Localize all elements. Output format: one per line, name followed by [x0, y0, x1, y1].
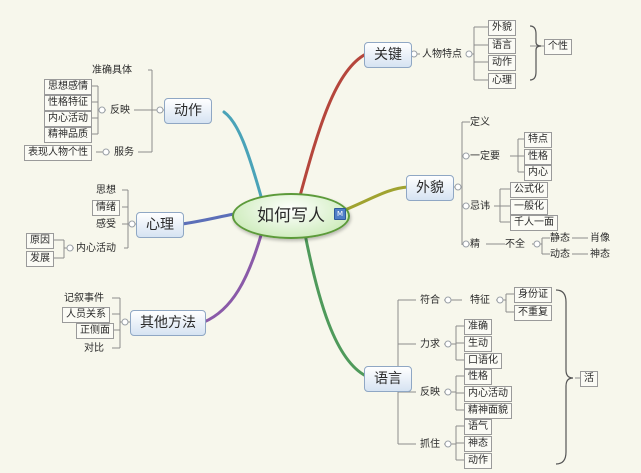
node-shenfenzheng[interactable]: 身份证 [514, 287, 552, 303]
node-dongzuo-fanying[interactable]: 反映 [110, 105, 130, 116]
node-xinggetezheng[interactable]: 性格特征 [44, 95, 92, 111]
node-sixiangganqing[interactable]: 思想感情 [44, 79, 92, 95]
node-xinli-neixinhuodong[interactable]: 内心活动 [76, 243, 116, 254]
node-yuqi[interactable]: 语气 [464, 419, 492, 435]
node-dingyi[interactable]: 定义 [470, 117, 490, 128]
center-topic-title: 如何写人 [257, 206, 325, 226]
node-neixin[interactable]: 内心 [524, 165, 552, 181]
node-zhunquejuti[interactable]: 准确具体 [92, 65, 132, 76]
node-yuyan-fanying[interactable]: 反映 [420, 387, 440, 398]
node-renyuanguanxi[interactable]: 人员关系 [62, 307, 110, 323]
node-trait-waimao[interactable]: 外貌 [488, 20, 516, 36]
branch-curve-xinli [180, 212, 236, 226]
node-jihui[interactable]: 忌讳 [470, 201, 490, 212]
branch-curve-waimao [338, 185, 410, 214]
node-qingxu[interactable]: 情绪 [92, 200, 120, 216]
node-duibi[interactable]: 对比 [84, 343, 104, 354]
node-zhunque[interactable]: 准确 [464, 319, 492, 335]
topic-yuyan[interactable]: 语言 [364, 366, 412, 392]
topic-waimao[interactable]: 外貌 [406, 175, 454, 201]
node-shengdong[interactable]: 生动 [464, 336, 492, 352]
node-xiaoxiang[interactable]: 肖像 [590, 233, 610, 244]
note-icon[interactable]: M [334, 208, 346, 220]
brace-guanjian [529, 25, 542, 81]
branch-curve-guanjian [298, 52, 368, 198]
node-fuhe[interactable]: 符合 [420, 295, 440, 306]
topic-qitafangfa[interactable]: 其他方法 [130, 310, 206, 336]
node-qianrenyimian[interactable]: 千人一面 [510, 215, 558, 231]
node-jixushijian[interactable]: 记叙事件 [64, 293, 104, 304]
topic-dongzuo[interactable]: 动作 [164, 98, 212, 124]
node-yuyan-dongzuo[interactable]: 动作 [464, 453, 492, 469]
node-tedian[interactable]: 特点 [524, 132, 552, 148]
node-huo-summary[interactable]: 活 [580, 371, 598, 387]
node-shentai[interactable]: 神态 [590, 249, 610, 260]
node-xingge[interactable]: 性格 [524, 149, 552, 165]
node-jingshenmianmao[interactable]: 精神面貌 [464, 403, 512, 419]
center-topic[interactable]: 如何写人 [232, 193, 350, 239]
topic-xinli[interactable]: 心理 [136, 212, 184, 238]
node-renwu-tedian[interactable]: 人物特点 [422, 49, 462, 60]
node-dongtai[interactable]: 动态 [550, 249, 570, 260]
node-fuwu[interactable]: 服务 [114, 147, 134, 158]
node-yuanyin[interactable]: 原因 [26, 233, 54, 249]
node-jing[interactable]: 精 [470, 239, 480, 250]
node-trait-xinli[interactable]: 心理 [488, 73, 516, 89]
node-yidingyao[interactable]: 一定要 [470, 151, 500, 162]
node-sixiang[interactable]: 思想 [96, 185, 116, 196]
node-dongzuo-neixinhuodong[interactable]: 内心活动 [44, 111, 92, 127]
node-ganshou[interactable]: 感受 [96, 219, 116, 230]
node-buchongfu[interactable]: 不重复 [514, 305, 552, 321]
node-trait-yuyan[interactable]: 语言 [488, 38, 516, 54]
node-yibanhua[interactable]: 一般化 [510, 199, 548, 215]
node-kouyuhua[interactable]: 口语化 [464, 353, 502, 369]
branch-curve-qita [202, 230, 264, 324]
node-yuyan-shentai[interactable]: 神态 [464, 436, 492, 452]
node-gexing-summary[interactable]: 个性 [544, 39, 572, 55]
node-biaoxianrenwugexing[interactable]: 表现人物个性 [24, 145, 92, 161]
node-jingshenpinzhi[interactable]: 精神品质 [44, 127, 92, 143]
node-trait-dongzuo[interactable]: 动作 [488, 55, 516, 71]
node-yuyan-xingge[interactable]: 性格 [464, 369, 492, 385]
node-gongshihua[interactable]: 公式化 [510, 182, 548, 198]
brace-yuyan [555, 289, 574, 465]
branch-curve-dongzuo [222, 110, 264, 202]
node-zhuazhu[interactable]: 抓住 [420, 439, 440, 450]
node-fazhan[interactable]: 发展 [26, 251, 54, 267]
node-tezheng[interactable]: 特征 [470, 295, 490, 306]
node-buquan[interactable]: 不全 [505, 239, 525, 250]
node-zhengcemian[interactable]: 正侧面 [76, 323, 114, 339]
topic-guanjian[interactable]: 关键 [364, 42, 412, 68]
node-liqiu[interactable]: 力求 [420, 339, 440, 350]
node-jingtai[interactable]: 静态 [550, 233, 570, 244]
branch-curve-yuyan [303, 232, 368, 378]
node-yuyan-neixinhuodong[interactable]: 内心活动 [464, 386, 512, 402]
